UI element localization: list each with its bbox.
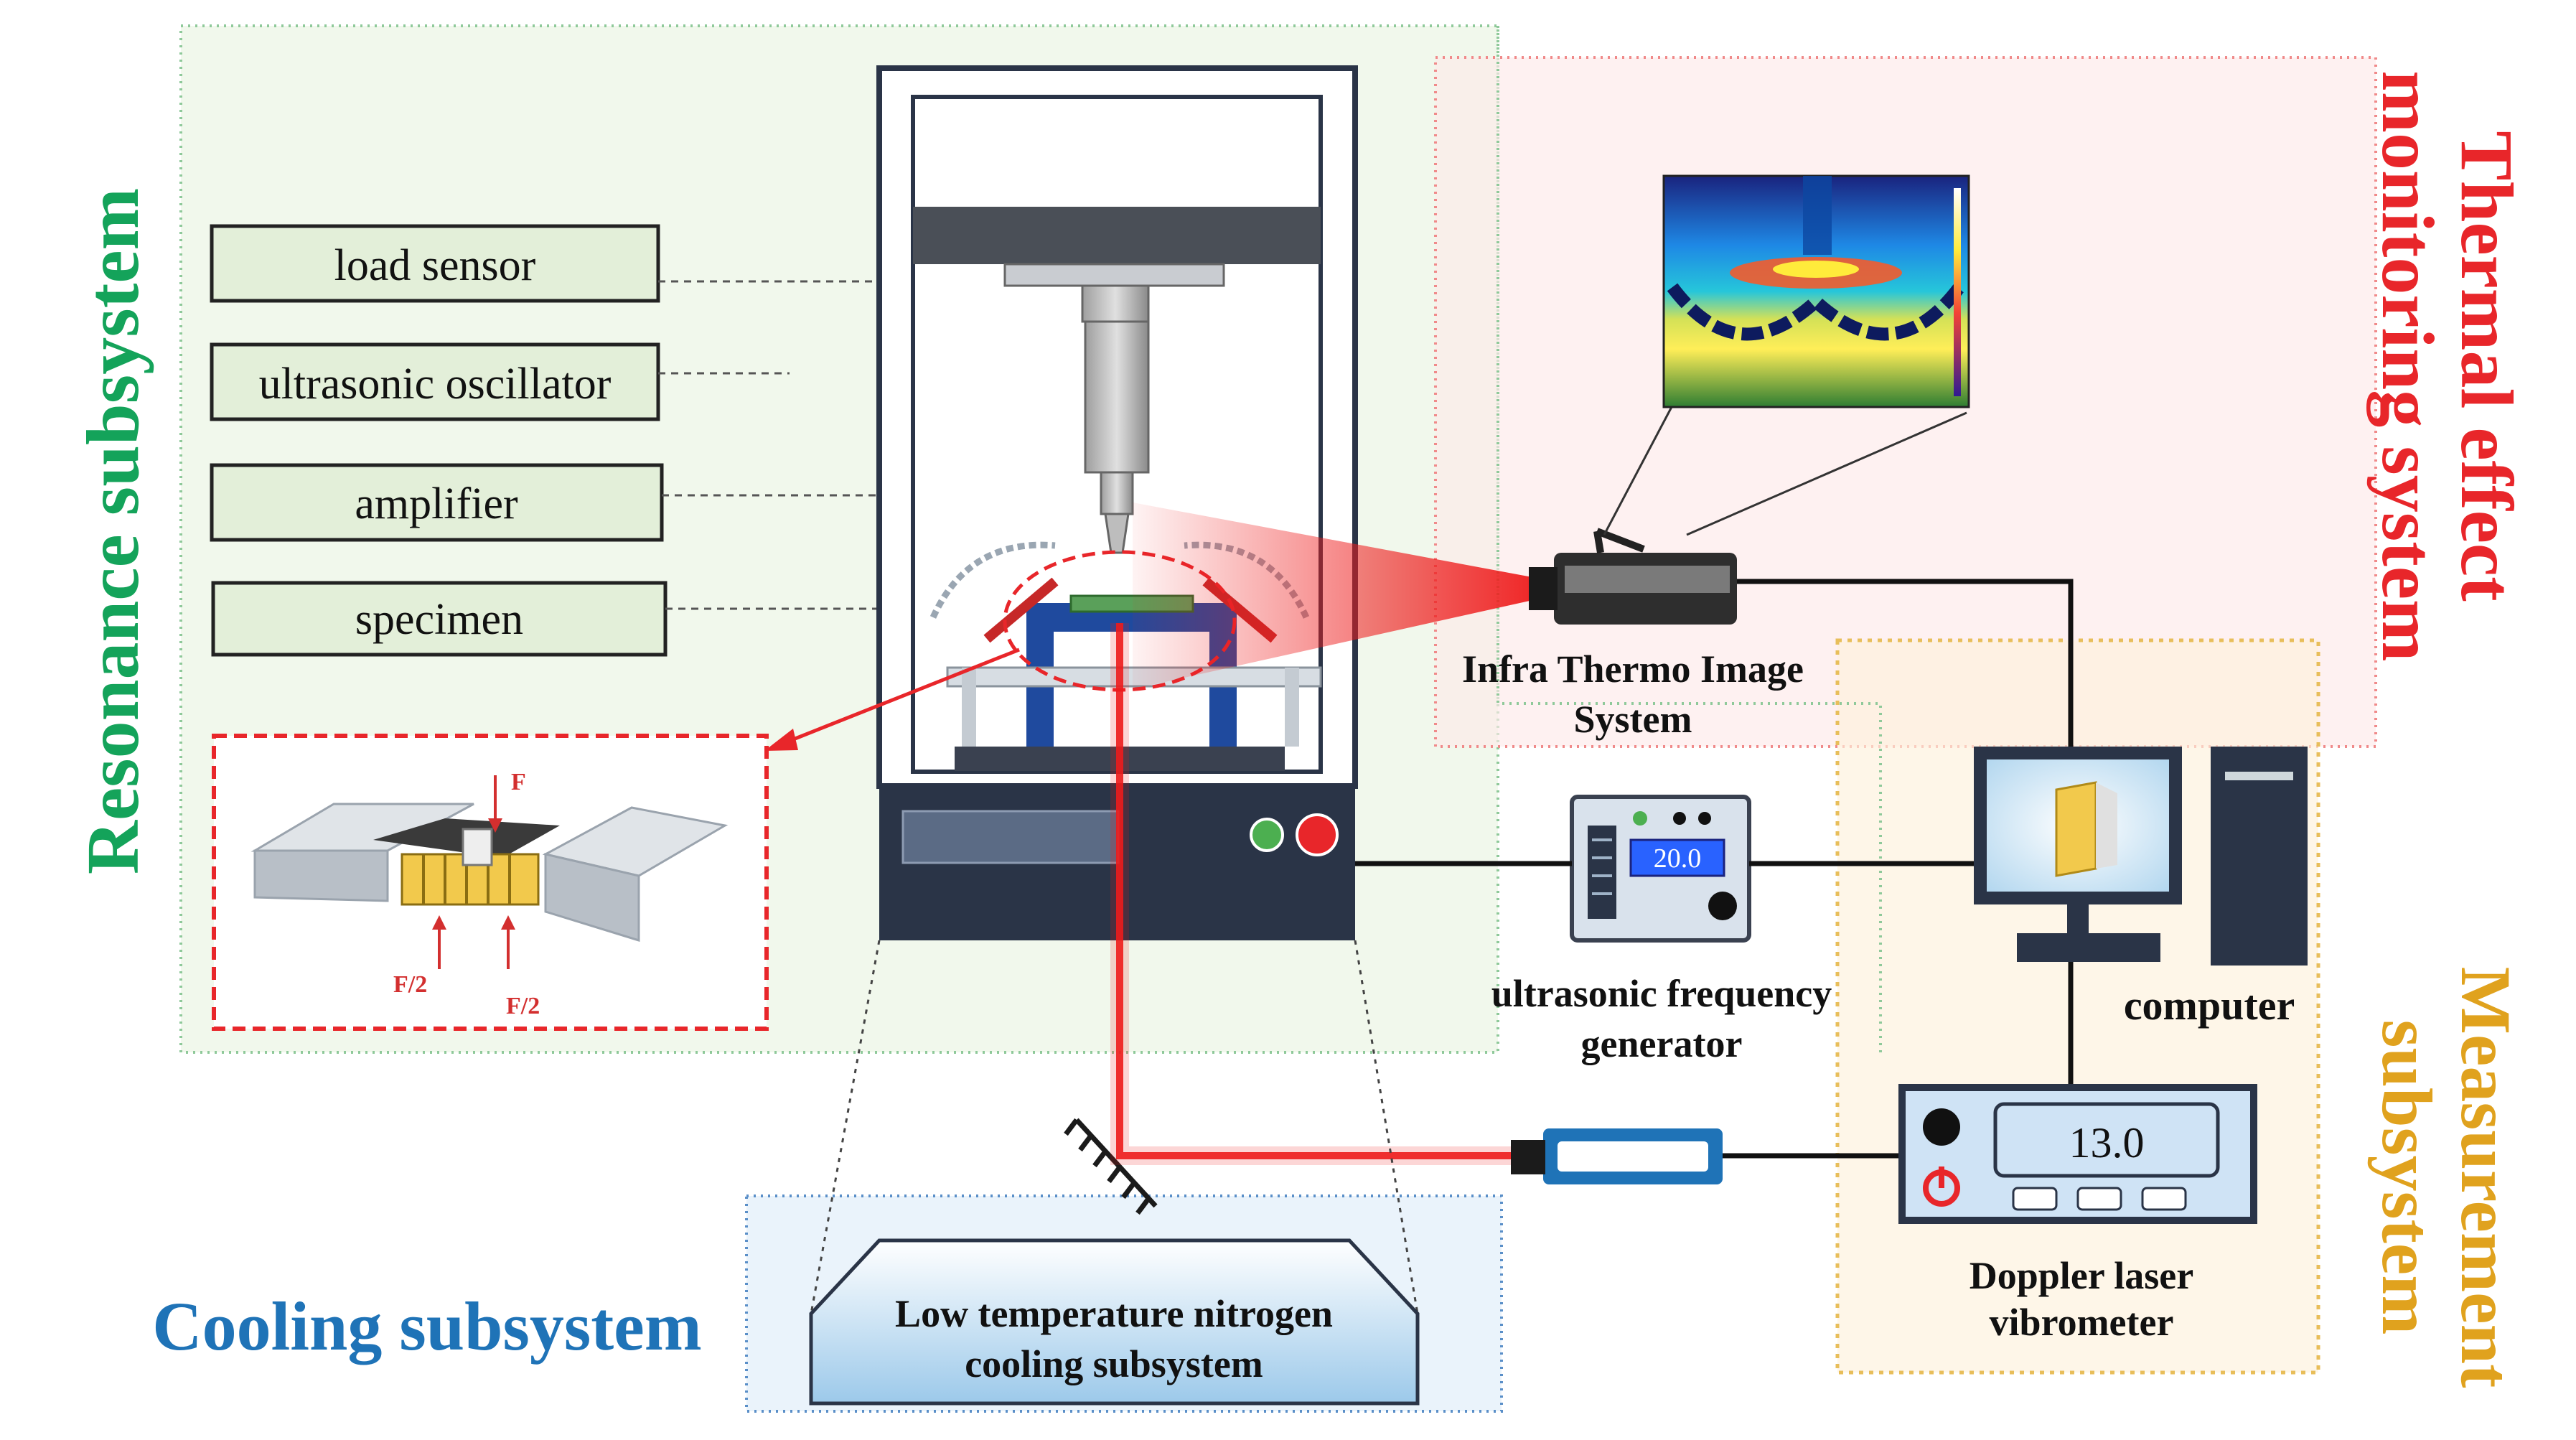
doppler-laser-vibrometer: 13.0 xyxy=(1898,1084,2257,1224)
resonance-region-overlap-edge xyxy=(1497,26,1882,1052)
clamp-arm-left xyxy=(983,577,1059,643)
ultrasonic-frequency-generator: 20.0 xyxy=(1570,795,1751,943)
vibrometer-display xyxy=(1993,1102,2220,1178)
doppler-label-line2: vibrometer xyxy=(1990,1301,2174,1344)
laser-head xyxy=(1511,1128,1723,1184)
thermo-system-label-line1: Infra Thermo Image xyxy=(1462,647,1804,691)
resonance-subsystem-title: Resonance subsystem xyxy=(72,188,154,874)
computer xyxy=(1974,747,2308,966)
fixture-leg-right xyxy=(1285,668,1299,747)
connection-cables xyxy=(1355,579,2074,1159)
load-sensor-body xyxy=(1081,284,1150,323)
nitrogen-label-line2: cooling subsystem xyxy=(965,1342,1263,1385)
svg-text:amplifier: amplifier xyxy=(355,480,518,528)
start-button xyxy=(1250,818,1284,852)
thermal-image xyxy=(1603,174,1970,536)
specimen-label: specimen xyxy=(211,581,668,657)
laser-beam xyxy=(1116,623,1511,1159)
cooling-projection-lines xyxy=(810,940,1419,1314)
svg-text:specimen: specimen xyxy=(355,595,523,644)
ultrasonic-oscillator-label: ultrasonic oscillator xyxy=(210,342,660,421)
vibrometer-display-value: 13.0 xyxy=(2069,1119,2145,1167)
nitrogen-cooling-chamber xyxy=(809,1238,1420,1406)
nitrogen-label-line1: Low temperature nitrogen xyxy=(895,1292,1333,1335)
ultrasonic-oscillator-body xyxy=(1084,320,1150,474)
thermo-system-label-line2: System xyxy=(1574,698,1692,741)
loading-pin xyxy=(462,828,493,866)
generator-label-line2: generator xyxy=(1581,1022,1743,1065)
computer-tower xyxy=(2211,747,2308,966)
measurement-title-line1: Measurement xyxy=(2446,967,2526,1388)
folder-icon xyxy=(2055,781,2097,877)
infra-thermo-camera xyxy=(1529,528,1737,625)
beam-mirror xyxy=(1064,1118,1158,1215)
thermal-view-cone xyxy=(1133,502,1536,689)
magnify-arrowhead xyxy=(764,729,798,751)
computer-label: computer xyxy=(2124,982,2295,1029)
half-force-label-right: F/2 xyxy=(506,993,540,1019)
half-force-label-left: F/2 xyxy=(393,971,427,998)
cabinet-display-slot xyxy=(901,810,1120,864)
measurement-title-line2: subsystem xyxy=(2367,1020,2447,1335)
support-arrowhead-left xyxy=(432,915,446,930)
svg-text:ultrasonic oscillator: ultrasonic oscillator xyxy=(259,360,612,408)
thermal-title-line2: monitoring system xyxy=(2366,70,2449,661)
stop-button xyxy=(1296,813,1339,856)
specimen-detail-inset: F F/2 F/2 xyxy=(212,734,769,1031)
thermal-title-line1: Thermal effect xyxy=(2445,131,2528,602)
specimen-block-right-front xyxy=(544,853,640,943)
generator-knob xyxy=(1708,892,1737,920)
machine-crosshead xyxy=(913,207,1321,264)
amplifier-horn xyxy=(1100,471,1134,515)
support-arrowhead-right xyxy=(501,915,515,930)
generator-label-line1: ultrasonic frequency xyxy=(1491,972,1832,1015)
specimen-block-left-front xyxy=(253,849,389,902)
amplifier-label: amplifier xyxy=(210,463,664,542)
force-arrowhead-down xyxy=(488,818,502,833)
cooling-subsystem-title: Cooling subsystem xyxy=(152,1288,701,1365)
magnify-arrow xyxy=(774,647,1020,749)
svg-text:load sensor: load sensor xyxy=(334,241,536,290)
force-label: F xyxy=(511,769,526,795)
fixture-leg-left xyxy=(962,668,976,747)
generator-display-value: 20.0 xyxy=(1654,843,1702,874)
laser-beam-glow xyxy=(1110,623,1511,1165)
load-sensor-label: load sensor xyxy=(210,224,660,303)
load-sensor-plate xyxy=(1003,263,1225,287)
generator-display xyxy=(1629,838,1725,877)
doppler-label-line1: Doppler laser xyxy=(1970,1254,2193,1297)
clamp-arc-left xyxy=(929,541,1056,619)
